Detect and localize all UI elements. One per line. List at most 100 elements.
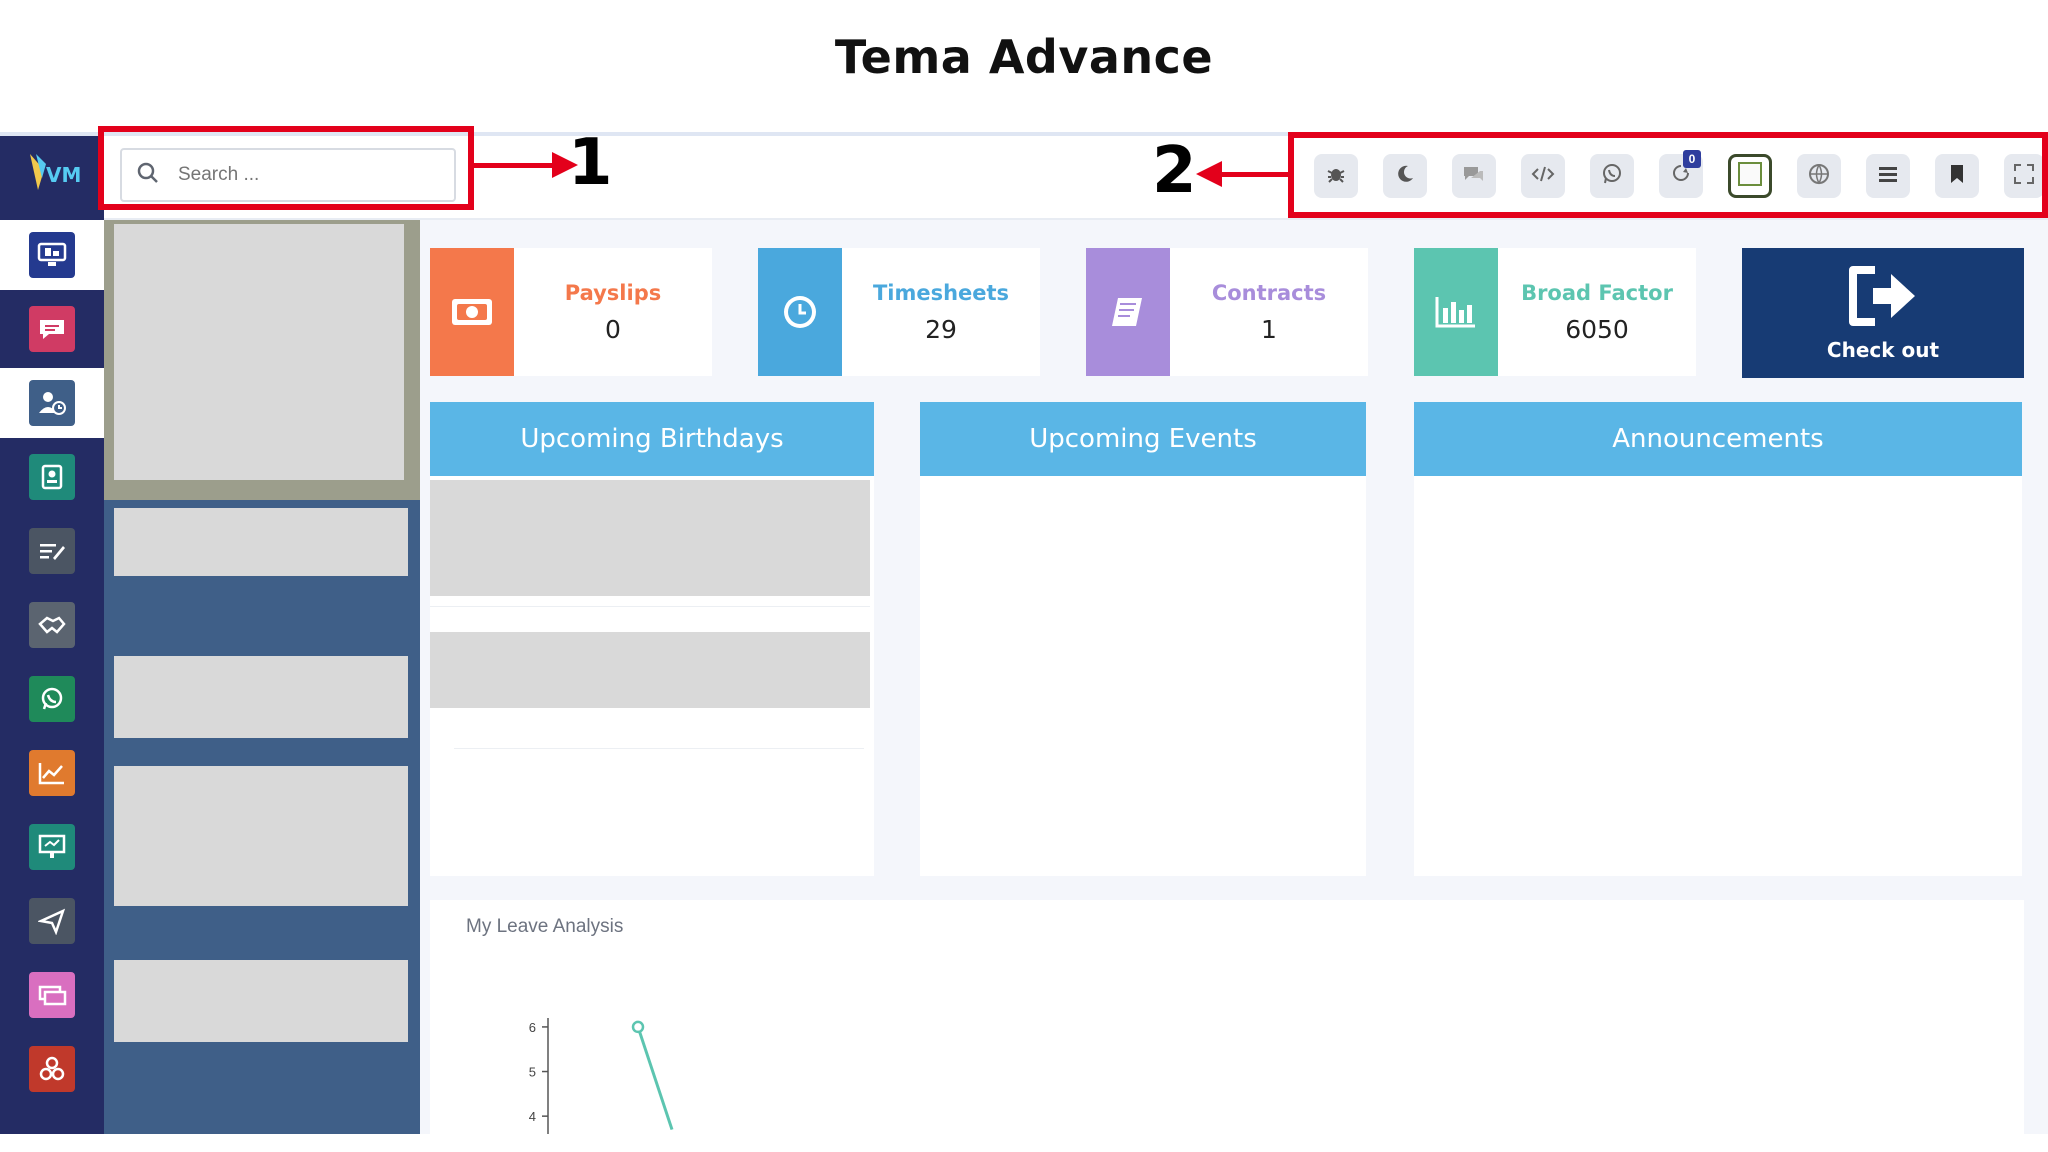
- rail-item-whatsapp[interactable]: [0, 664, 104, 734]
- annotation-number-1: 1: [568, 126, 613, 200]
- y-tick-label: 4: [529, 1109, 536, 1124]
- leave-analysis-panel: My Leave Analysis 6 5 4: [430, 900, 2024, 1134]
- rail-item-attendance[interactable]: [0, 368, 104, 438]
- payslips-card[interactable]: Payslips 0: [430, 248, 712, 376]
- upcoming-events-header: Upcoming Events: [920, 402, 1366, 476]
- annotation-arrow-line: [474, 163, 560, 168]
- icon-rail: VM: [0, 136, 104, 1134]
- upcoming-birthdays-panel: Upcoming Birthdays: [430, 402, 874, 876]
- upcoming-events-panel: Upcoming Events: [920, 402, 1366, 876]
- sidebar-placeholder: [114, 508, 408, 576]
- contracts-value: 1: [1261, 314, 1277, 344]
- bar-chart-icon: [1414, 248, 1498, 376]
- y-tick-label: 5: [529, 1065, 536, 1080]
- rail-item-network[interactable]: [0, 1034, 104, 1104]
- edit-icon: [29, 528, 75, 574]
- broad-factor-value: 6050: [1565, 314, 1629, 344]
- contracts-label: Contracts: [1211, 280, 1327, 305]
- rail-item-dashboard[interactable]: [0, 220, 104, 290]
- moon-icon: [1394, 163, 1416, 189]
- divider: [454, 748, 864, 749]
- annotation-box-toolbar: [1288, 132, 2048, 218]
- leave-analysis-title: My Leave Analysis: [466, 916, 624, 937]
- contracts-card[interactable]: Contracts 1: [1086, 248, 1368, 376]
- bookmark-button[interactable]: [1935, 154, 1979, 198]
- leave-data-point[interactable]: [631, 1020, 645, 1034]
- timesheets-card[interactable]: Timesheets 29: [758, 248, 1040, 376]
- money-icon: [430, 248, 514, 376]
- broad-factor-label: Broad Factor: [1521, 280, 1673, 305]
- app-logo[interactable]: VM: [20, 144, 84, 200]
- handshake-icon: [29, 602, 75, 648]
- code-icon: [1531, 163, 1555, 189]
- rail-item-contacts[interactable]: [0, 442, 104, 512]
- language-button[interactable]: [1797, 154, 1841, 198]
- payslips-value: 0: [605, 314, 621, 344]
- annotation-arrowhead: [1196, 161, 1222, 187]
- sidebar-placeholder: [114, 656, 408, 738]
- payslips-label: Payslips: [564, 280, 662, 305]
- svg-text:VM: VM: [46, 163, 81, 187]
- dark-mode-button[interactable]: [1383, 154, 1427, 198]
- bug-icon: [1325, 163, 1347, 189]
- rail-item-reports[interactable]: [0, 738, 104, 808]
- announcements-header: Announcements: [1414, 402, 2022, 476]
- annotation-box-search: [98, 126, 474, 210]
- rail-item-notes[interactable]: [0, 516, 104, 586]
- chat-icon: [29, 306, 75, 352]
- whatsapp-icon: [1600, 162, 1624, 190]
- rail-item-clients[interactable]: [0, 590, 104, 660]
- notification-badge: 0: [1683, 150, 1701, 168]
- check-out-button[interactable]: Check out: [1742, 248, 2024, 378]
- fullscreen-icon: [2013, 163, 2035, 189]
- rail-item-tickets[interactable]: [0, 960, 104, 1030]
- presentation-icon: [29, 824, 75, 870]
- fullscreen-button[interactable]: [2004, 154, 2044, 198]
- clock-icon: [758, 248, 842, 376]
- annotation-number-2: 2: [1152, 134, 1197, 208]
- sidebar-placeholder: [114, 960, 408, 1042]
- profile-placeholder: [114, 224, 404, 480]
- announcements-panel: Announcements: [1414, 402, 2022, 876]
- check-out-label: Check out: [1826, 338, 1940, 362]
- rail-item-send[interactable]: [0, 886, 104, 956]
- search-box[interactable]: [120, 148, 456, 202]
- search-icon: [136, 161, 160, 189]
- notification-icon: [1669, 162, 1693, 190]
- annotation-arrowhead: [552, 152, 578, 178]
- chart-icon: [29, 750, 75, 796]
- annotation-arrow-line: [1220, 172, 1288, 177]
- code-button[interactable]: [1521, 154, 1565, 198]
- bug-button[interactable]: [1314, 154, 1358, 198]
- contact-icon: [29, 454, 75, 500]
- whatsapp-icon: [29, 676, 75, 722]
- secondary-sidebar: [104, 220, 420, 1134]
- rail-item-presentation[interactable]: [0, 812, 104, 882]
- document-icon: [1086, 248, 1170, 376]
- chat-button[interactable]: [1452, 154, 1496, 198]
- leave-series-line: [636, 1026, 674, 1131]
- y-tick-label: 6: [529, 1020, 536, 1035]
- monitor-icon: [29, 232, 75, 278]
- broad-factor-card[interactable]: Broad Factor 6050: [1414, 248, 1696, 376]
- bookmark-icon: [1947, 163, 1967, 189]
- upcoming-birthdays-header: Upcoming Birthdays: [430, 402, 874, 476]
- whatsapp-button[interactable]: [1590, 154, 1634, 198]
- profile-area: [104, 220, 420, 500]
- notification-button[interactable]: 0: [1659, 150, 1703, 198]
- birthday-placeholder: [430, 632, 870, 708]
- birthday-placeholder: [430, 480, 870, 596]
- send-icon: [29, 898, 75, 944]
- menu-button[interactable]: [1866, 154, 1910, 198]
- page-title: Tema Advance: [834, 30, 1214, 84]
- top-bar: 0: [104, 136, 2048, 220]
- layout-icon: [1737, 161, 1763, 191]
- chat-icon: [1462, 163, 1486, 189]
- ticket-icon: [29, 972, 75, 1018]
- layout-button[interactable]: [1728, 154, 1772, 198]
- rail-item-chat[interactable]: [0, 294, 104, 364]
- divider: [430, 606, 870, 607]
- sign-out-icon: [1845, 264, 1921, 332]
- search-input[interactable]: [178, 164, 438, 186]
